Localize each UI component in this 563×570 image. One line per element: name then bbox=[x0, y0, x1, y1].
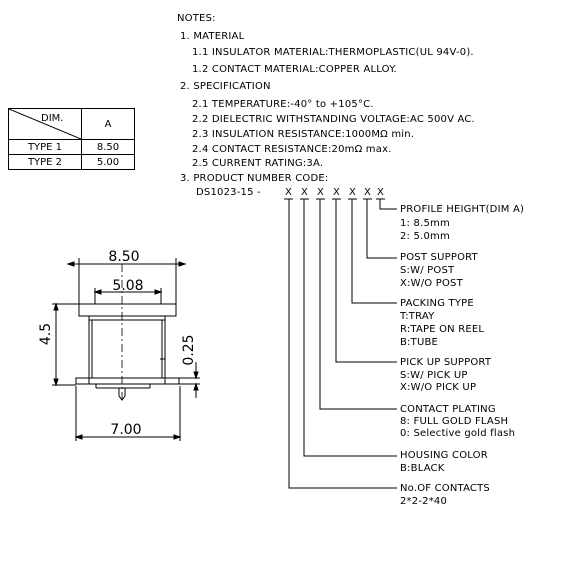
spec-line-2: 2.2 DIELECTRIC WITHSTANDING VOLTAGE:AC 5… bbox=[192, 114, 475, 125]
spec-line-3: 2.3 INSULATION RESISTANCE:1000MΩ min. bbox=[192, 129, 415, 140]
legend-housing-line: B:BLACK bbox=[400, 463, 445, 474]
connector-outline bbox=[75, 303, 180, 401]
code-title: 3. PRODUCT NUMBER CODE: bbox=[180, 173, 329, 184]
dimension-width-bottom bbox=[74, 386, 182, 441]
table-diagonal-line bbox=[9, 109, 81, 139]
dimension-width-inner bbox=[93, 288, 163, 304]
dimension-width-inner-label: 5.08 bbox=[112, 278, 143, 294]
dimension-width-bottom-label: 7.00 bbox=[110, 422, 141, 438]
dimension-width-top bbox=[66, 258, 187, 304]
table-cell-type: TYPE 2 bbox=[8, 154, 82, 170]
dimension-height-left bbox=[52, 302, 79, 387]
spec-line-4: 2.4 CONTACT RESISTANCE:20mΩ max. bbox=[192, 144, 392, 155]
legend-plating-line: 0: Selective gold flash bbox=[400, 428, 516, 439]
legend-pickup-line: X:W/O PICK UP bbox=[400, 382, 477, 393]
material-title: 1. MATERIAL bbox=[180, 31, 245, 42]
dimension-height-right bbox=[179, 362, 200, 398]
code-slot-6: X bbox=[364, 187, 372, 198]
table-header-dim-label: DIM. bbox=[41, 113, 64, 124]
legend-packing-title: PACKING TYPE bbox=[400, 298, 474, 309]
table-row: TYPE 2 5.00 bbox=[8, 154, 135, 170]
legend-profile-line: 2: 5.0mm bbox=[400, 231, 450, 242]
table-cell-value: 5.00 bbox=[81, 154, 135, 170]
material-line-2: 1.2 CONTACT MATERIAL:COPPER ALLOY. bbox=[192, 64, 397, 75]
code-slot-4: X bbox=[333, 187, 341, 198]
table-header-dim: DIM. bbox=[8, 108, 82, 140]
dimension-width-top-label: 8.50 bbox=[108, 249, 139, 265]
legend-pickup-title: PICK UP SUPPORT bbox=[400, 357, 492, 368]
dimension-height-right-label: 0.25 bbox=[181, 334, 197, 365]
dimension-height-left-label: 4.5 bbox=[38, 323, 54, 345]
spec-title: 2. SPECIFICATION bbox=[180, 81, 271, 92]
legend-plating-title: CONTACT PLATING bbox=[400, 404, 496, 415]
legend-plating-line: 8: FULL GOLD FLASH bbox=[400, 416, 509, 427]
legend-profile-line: 1: 8.5mm bbox=[400, 218, 450, 229]
table-header-a: A bbox=[81, 108, 135, 140]
legend-post-title: POST SUPPORT bbox=[400, 252, 478, 263]
code-slot-7: X bbox=[377, 187, 385, 198]
material-line-1: 1.1 INSULATOR MATERIAL:THERMOPLASTIC(UL … bbox=[192, 47, 474, 58]
spec-line-5: 2.5 CURRENT RATING:3A. bbox=[192, 158, 324, 169]
legend-packing-line: B:TUBE bbox=[400, 337, 439, 348]
spec-line-1: 2.1 TEMPERATURE:-40° to +105°C. bbox=[192, 99, 374, 110]
code-prefix: DS1023-15 - bbox=[196, 187, 261, 198]
legend-packing-line: T:TRAY bbox=[400, 311, 435, 322]
legend-post-line: X:W/O POST bbox=[400, 278, 463, 289]
legend-profile-title: PROFILE HEIGHT(DIM A) bbox=[400, 204, 525, 215]
dimension-table: DIM. A TYPE 1 8.50 TYPE 2 5.00 bbox=[8, 108, 135, 170]
code-slot-1: X bbox=[285, 187, 293, 198]
code-slot-3: X bbox=[317, 187, 325, 198]
legend-packing-line: R:TAPE ON REEL bbox=[400, 324, 485, 335]
legend-pickup-line: S:W/ PICK UP bbox=[400, 370, 468, 381]
code-slot-5: X bbox=[349, 187, 357, 198]
notes-heading: NOTES: bbox=[177, 13, 216, 24]
code-slot-2: X bbox=[301, 187, 309, 198]
code-leader-lines bbox=[284, 198, 397, 489]
legend-contacts-line: 2*2-2*40 bbox=[400, 496, 448, 507]
legend-contacts-title: No.OF CONTACTS bbox=[400, 483, 490, 494]
legend-housing-title: HOUSING COLOR bbox=[400, 450, 488, 461]
legend-post-line: S:W/ POST bbox=[400, 265, 455, 276]
